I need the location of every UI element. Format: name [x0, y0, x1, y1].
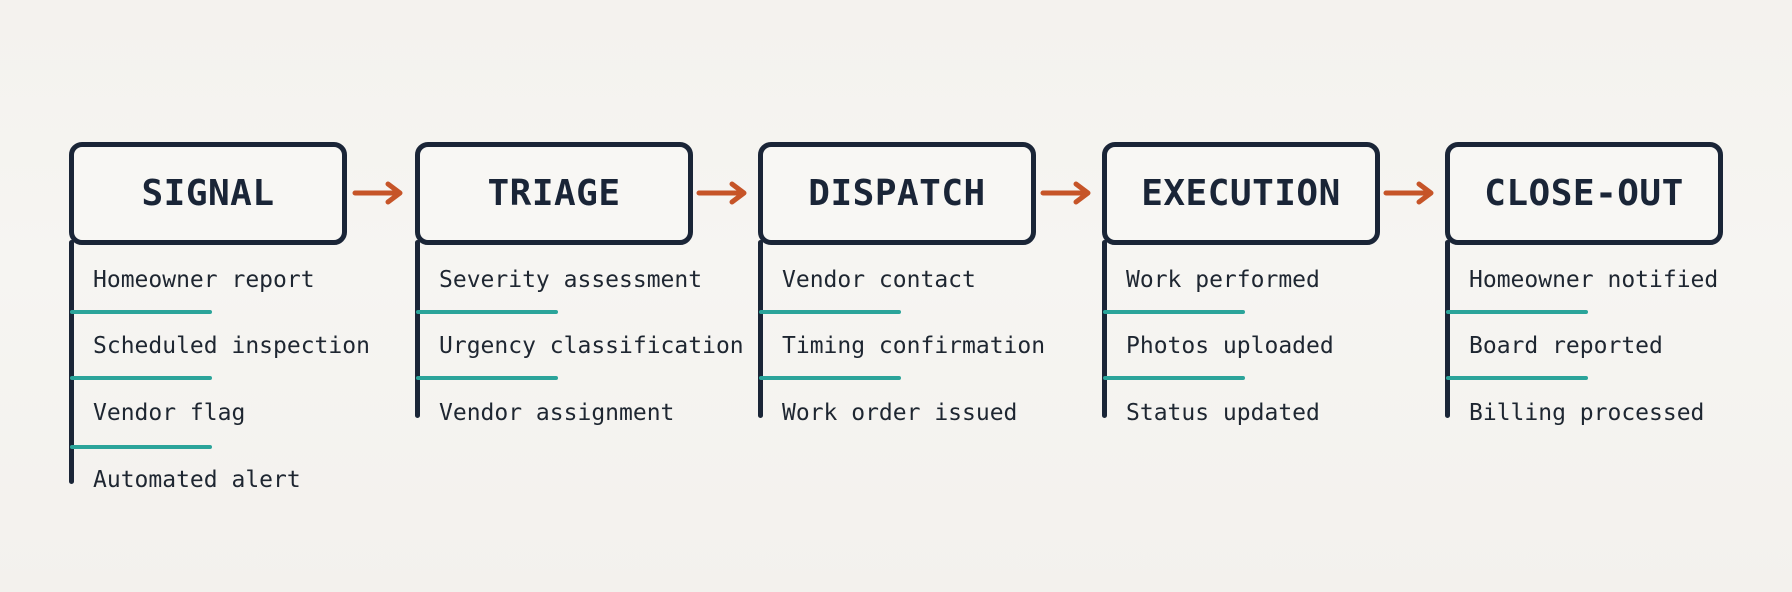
step-divider-line — [70, 445, 212, 449]
step-divider-line — [759, 376, 901, 380]
stage-title: SIGNAL — [141, 173, 275, 214]
step-divider-line — [70, 376, 212, 380]
step-divider-line — [70, 310, 212, 314]
stage-signal: SIGNAL Homeowner report Scheduled inspec… — [69, 142, 413, 542]
stage-title: DISPATCH — [808, 173, 986, 214]
stage-dispatch: DISPATCH Vendor contact Timing confirmat… — [758, 142, 1102, 542]
step-item: Status updated — [1126, 400, 1320, 426]
flow-arrow-icon — [1040, 180, 1100, 206]
stage-stem-line — [1445, 240, 1450, 418]
stage-stem-line — [415, 240, 420, 418]
step-item: Scheduled inspection — [93, 333, 370, 359]
stage-triage: TRIAGE Severity assessment Urgency class… — [415, 142, 759, 542]
step-item: Board reported — [1469, 333, 1663, 359]
stage-box: SIGNAL — [69, 142, 347, 245]
step-item: Vendor assignment — [439, 400, 675, 426]
step-divider-line — [1103, 310, 1245, 314]
stage-box: CLOSE-OUT — [1445, 142, 1723, 245]
step-item: Work order issued — [782, 400, 1018, 426]
step-divider-line — [759, 310, 901, 314]
step-item: Vendor flag — [93, 400, 246, 426]
stage-stem-line — [1102, 240, 1107, 418]
step-item: Vendor contact — [782, 267, 976, 293]
step-item: Homeowner notified — [1469, 267, 1719, 293]
stage-title: EXECUTION — [1141, 173, 1341, 214]
step-item: Automated alert — [93, 467, 301, 493]
step-item: Urgency classification — [439, 333, 744, 359]
step-item: Billing processed — [1469, 400, 1705, 426]
stage-box: DISPATCH — [758, 142, 1036, 245]
stage-stem-line — [758, 240, 763, 418]
stage-box: TRIAGE — [415, 142, 693, 245]
flow-arrow-icon — [1383, 180, 1443, 206]
step-item: Work performed — [1126, 267, 1320, 293]
step-divider-line — [416, 310, 558, 314]
stage-execution: EXECUTION Work performed Photos uploaded… — [1102, 142, 1446, 542]
step-item: Homeowner report — [93, 267, 315, 293]
stage-title: TRIAGE — [487, 173, 621, 214]
stage-title: CLOSE-OUT — [1484, 173, 1684, 214]
step-item: Timing confirmation — [782, 333, 1046, 359]
step-divider-line — [1446, 310, 1588, 314]
stage-box: EXECUTION — [1102, 142, 1380, 245]
step-item: Severity assessment — [439, 267, 703, 293]
step-divider-line — [416, 376, 558, 380]
flow-arrow-icon — [696, 180, 756, 206]
step-item: Photos uploaded — [1126, 333, 1334, 359]
step-divider-line — [1446, 376, 1588, 380]
stage-stem-line — [69, 240, 74, 484]
step-divider-line — [1103, 376, 1245, 380]
flow-arrow-icon — [352, 180, 412, 206]
stage-close-out: CLOSE-OUT Homeowner notified Board repor… — [1445, 142, 1789, 542]
